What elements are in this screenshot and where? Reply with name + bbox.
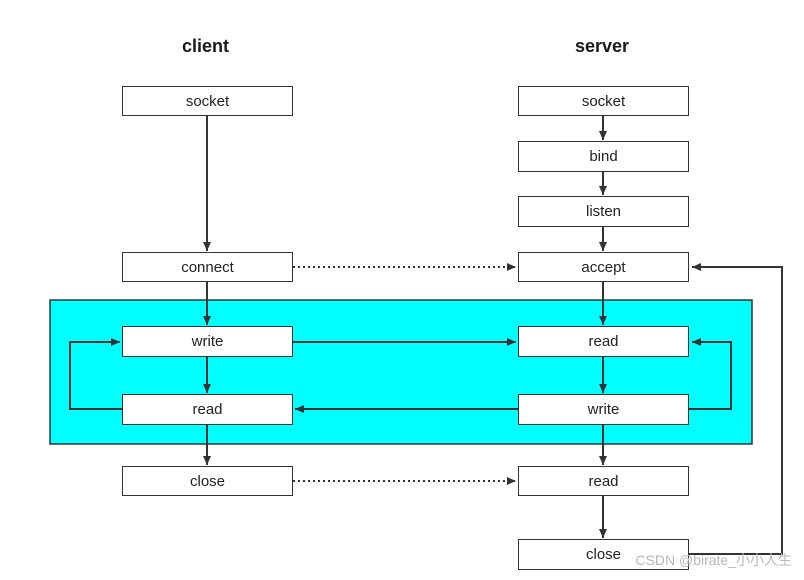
server-close-node: close bbox=[518, 539, 689, 570]
server-write-node: write bbox=[518, 394, 689, 425]
client-socket-node: socket bbox=[122, 86, 293, 116]
edge-server-close-accept bbox=[689, 263, 783, 555]
edge-server-loop bbox=[689, 338, 732, 410]
server-socket-node: socket bbox=[518, 86, 689, 116]
client-read-node: read bbox=[122, 394, 293, 425]
server-bind-node: bind bbox=[518, 141, 689, 172]
client-write-node: write bbox=[122, 326, 293, 357]
client-close-node: close bbox=[122, 466, 293, 496]
watermark: CSDN @birate_小小人生 bbox=[635, 552, 792, 568]
server-column-title: server bbox=[575, 36, 630, 56]
server-accept-node: accept bbox=[518, 252, 689, 282]
server-read-node: read bbox=[518, 326, 689, 357]
server-read2-node: read bbox=[518, 466, 689, 496]
edge-client-loop bbox=[69, 338, 122, 410]
server-listen-node: listen bbox=[518, 196, 689, 227]
client-column-title: client bbox=[182, 36, 230, 56]
client-connect-node: connect bbox=[122, 252, 293, 282]
